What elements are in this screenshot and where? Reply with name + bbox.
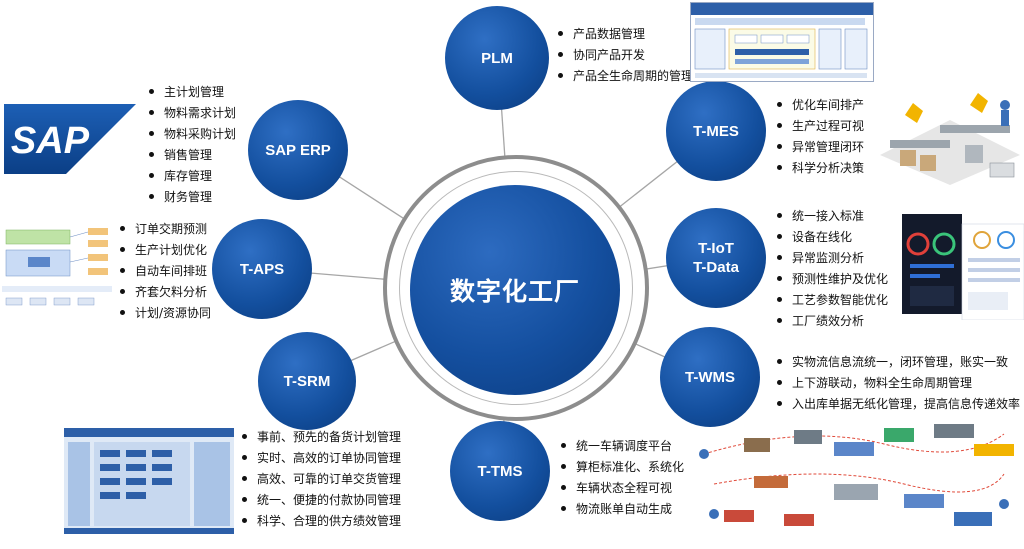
- list-item: 财务管理: [149, 187, 236, 208]
- t-aps-feature-list: 订单交期预测 生产计划优化 自动车间排班 齐套欠料分析 计划/资源协同: [120, 219, 211, 324]
- list-item: 物料需求计划: [149, 103, 236, 124]
- list-item: 计划/资源协同: [120, 303, 211, 324]
- list-item: 物流账单自动生成: [561, 499, 684, 520]
- svg-text:SAP: SAP: [11, 120, 90, 162]
- srm-dashboard-image: [64, 428, 234, 534]
- mes-factory-image: [870, 85, 1024, 185]
- iot-dashboard-image: [902, 214, 1024, 320]
- list-item: 设备在线化: [777, 227, 888, 248]
- list-item: 实物流信息流统一，闭环管理，账实一致: [777, 352, 1020, 373]
- list-item: 销售管理: [149, 145, 236, 166]
- list-item: 事前、预先的备货计划管理: [242, 427, 401, 448]
- t-wms-feature-list: 实物流信息流统一，闭环管理，账实一致 上下游联动，物料全生命周期管理 入出库单据…: [777, 352, 1020, 415]
- node-t-tms: T-TMS: [450, 421, 550, 521]
- list-item: 订单交期预测: [120, 219, 211, 240]
- node-sap-erp: SAP ERP: [248, 100, 348, 200]
- list-item: 统一车辆调度平台: [561, 436, 684, 457]
- logistics-flow-image: [684, 414, 1024, 544]
- aps-flow-image: [0, 222, 118, 314]
- node-t-mes: T-MES: [666, 81, 766, 181]
- t-srm-feature-list: 事前、预先的备货计划管理 实时、高效的订单协同管理 高效、可靠的订单交货管理 统…: [242, 427, 401, 532]
- list-item: 统一接入标准: [777, 206, 888, 227]
- list-item: 主计划管理: [149, 82, 236, 103]
- list-item: 异常监测分析: [777, 248, 888, 269]
- list-item: 生产计划优化: [120, 240, 211, 261]
- node-t-iot-data: T-IoT T-Data: [666, 208, 766, 308]
- node-plm: PLM: [445, 6, 549, 110]
- center-label: 数字化工厂: [449, 277, 580, 306]
- list-item: 产品全生命周期的管理: [558, 66, 693, 87]
- list-item: 统一、便捷的付款协同管理: [242, 490, 401, 511]
- list-item: 库存管理: [149, 166, 236, 187]
- list-item: 协同产品开发: [558, 45, 693, 66]
- node-t-wms: T-WMS: [660, 327, 760, 427]
- list-item: 工厂绩效分析: [777, 311, 888, 332]
- t-iot-data-feature-list: 统一接入标准 设备在线化 异常监测分析 预测性维护及优化 工艺参数智能优化 工厂…: [777, 206, 888, 332]
- list-item: 高效、可靠的订单交货管理: [242, 469, 401, 490]
- list-item: 生产过程可视: [777, 116, 864, 137]
- sap-logo: SAP: [4, 104, 136, 174]
- list-item: 工艺参数智能优化: [777, 290, 888, 311]
- t-tms-feature-list: 统一车辆调度平台 算柜标准化、系统化 车辆状态全程可视 物流账单自动生成: [561, 436, 684, 520]
- node-t-aps: T-APS: [212, 219, 312, 319]
- list-item: 预测性维护及优化: [777, 269, 888, 290]
- center-hub-digital-factory: 数字化工厂: [410, 185, 620, 395]
- list-item: 齐套欠料分析: [120, 282, 211, 303]
- node-t-srm: T-SRM: [258, 332, 356, 430]
- list-item: 算柜标准化、系统化: [561, 457, 684, 478]
- plm-screenshot-image: [690, 2, 874, 82]
- list-item: 异常管理闭环: [777, 137, 864, 158]
- list-item: 科学分析决策: [777, 158, 864, 179]
- list-item: 实时、高效的订单协同管理: [242, 448, 401, 469]
- sap-feature-list: 主计划管理 物料需求计划 物料采购计划 销售管理 库存管理 财务管理: [149, 82, 236, 208]
- list-item: 上下游联动，物料全生命周期管理: [777, 373, 1020, 394]
- list-item: 优化车间排产: [777, 95, 864, 116]
- t-mes-feature-list: 优化车间排产 生产过程可视 异常管理闭环 科学分析决策: [777, 95, 864, 179]
- list-item: 入出库单据无纸化管理，提高信息传递效率: [777, 394, 1020, 415]
- plm-feature-list: 产品数据管理 协同产品开发 产品全生命周期的管理: [558, 24, 693, 87]
- list-item: 车辆状态全程可视: [561, 478, 684, 499]
- list-item: 自动车间排班: [120, 261, 211, 282]
- list-item: 产品数据管理: [558, 24, 693, 45]
- list-item: 物料采购计划: [149, 124, 236, 145]
- list-item: 科学、合理的供方绩效管理: [242, 511, 401, 532]
